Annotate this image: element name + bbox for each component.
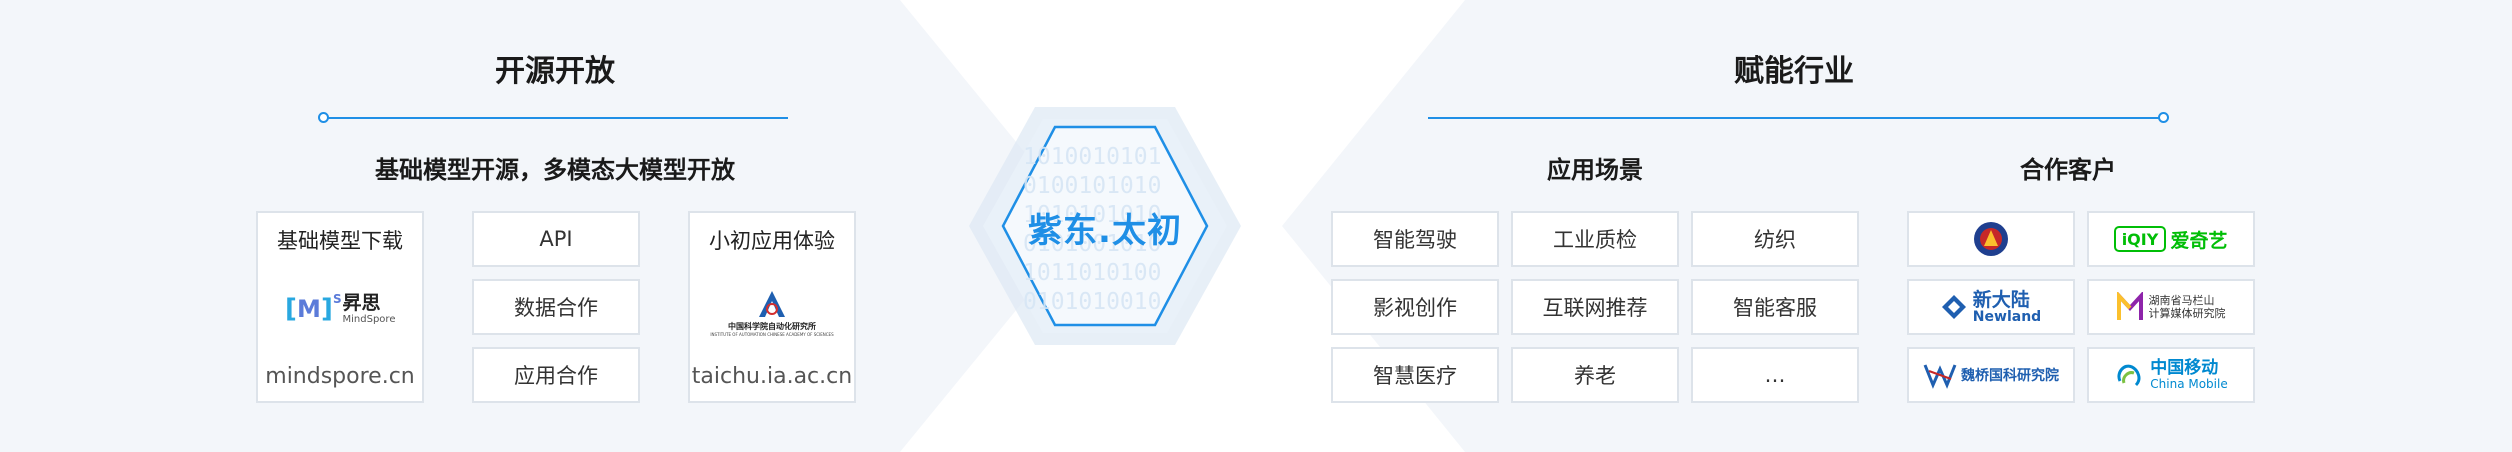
taichu-app-label: 小初应用体验 (709, 229, 835, 253)
svg-text:[: [ (285, 294, 297, 324)
china-mobile-cn-name: 中国移动 (2150, 357, 2219, 378)
svg-text:M: M (297, 295, 321, 323)
casia-en-name: INSTITUTE OF AUTOMATION CHINESE ACADEMY … (710, 332, 834, 337)
casia-logo: 中国科学院自动化研究所 INSTITUTE OF AUTOMATION CHIN… (690, 283, 854, 343)
mindspore-cn-name: 昇思 (342, 292, 381, 315)
china-mobile-logo-icon (2117, 364, 2141, 387)
right-divider-line (1428, 117, 2164, 119)
casia-cn-name: 中国科学院自动化研究所 (728, 322, 816, 331)
svg-text:iQIY: iQIY (2122, 230, 2159, 249)
model-download-label: 基础模型下载 (277, 229, 403, 253)
scene-industrial-inspection[interactable]: 工业质检 (1511, 211, 1679, 267)
weiqiao-logo-icon (1923, 364, 1957, 389)
newland-logo-icon (1941, 295, 1966, 319)
hexagon-shape-icon (969, 107, 1241, 345)
iqiyi-name: 爱奇艺 (2170, 229, 2228, 252)
right-line-dot (2158, 112, 2169, 123)
hunan-line2: 计算媒体研究院 (2148, 307, 2226, 320)
scene-elderly-care[interactable]: 养老 (1511, 347, 1679, 403)
hunan-line1: 湖南省马栏山 (2148, 293, 2215, 307)
scene-smart-healthcare[interactable]: 智慧医疗 (1331, 347, 1499, 403)
left-divider-line (328, 117, 788, 119)
partner-emblem-icon (1974, 222, 2008, 256)
weiqiao-name: 魏桥国科研究院 (1961, 368, 2059, 384)
scene-film-creation[interactable]: 影视创作 (1331, 279, 1499, 335)
mindspore-logo-icon: [ M ] S (285, 292, 342, 324)
partners-title: 合作客户 (2020, 156, 2116, 184)
scenes-title: 应用场景 (1547, 156, 1643, 184)
industry-title: 赋能行业 (1734, 54, 1854, 89)
partner-hunan-mlsh[interactable]: 湖南省马栏山 计算媒体研究院 (2087, 279, 2255, 335)
scene-textile[interactable]: 纺织 (1691, 211, 1859, 267)
mindspore-url[interactable]: mindspore.cn (265, 364, 415, 389)
open-source-title: 开源开放 (495, 54, 615, 89)
partner-emblem[interactable] (1907, 211, 2075, 267)
scene-smart-customer-service[interactable]: 智能客服 (1691, 279, 1859, 335)
china-mobile-en-name: China Mobile (2150, 376, 2228, 391)
mindspore-logo: [ M ] S 昇思 MindSpore (258, 279, 422, 339)
scene-autonomous-driving[interactable]: 智能驾驶 (1331, 211, 1499, 267)
mindspore-en-name: MindSpore (342, 313, 396, 325)
model-download-card[interactable]: 基础模型下载 [ M ] S 昇思 MindSpore mindspore.cn (256, 211, 424, 403)
data-cooperation-button[interactable]: 数据合作 (472, 279, 640, 335)
partner-china-mobile[interactable]: 中国移动 China Mobile (2087, 347, 2255, 403)
taichu-hexagon: 1010010101 0100101010 1010101010 0101001… (955, 103, 1255, 349)
scene-more[interactable]: … (1691, 347, 1859, 403)
scene-internet-recommendation[interactable]: 互联网推荐 (1511, 279, 1679, 335)
casia-emblem-icon (759, 291, 785, 317)
app-cooperation-button[interactable]: 应用合作 (472, 347, 640, 403)
partner-newland[interactable]: 新大陆 Newland (1907, 279, 2075, 335)
partner-weiqiao[interactable]: 魏桥国科研究院 (1907, 347, 2075, 403)
svg-text:]: ] (321, 294, 333, 324)
taichu-label: 紫东.太初 (1028, 211, 1182, 251)
binary-pattern: 1010010101 0100101010 1010101010 0101001… (1023, 144, 1162, 313)
mlsh-logo-icon (2116, 292, 2143, 320)
partner-iqiyi[interactable]: iQIY 爱奇艺 (2087, 211, 2255, 267)
newland-en-name: Newland (1972, 308, 2042, 325)
taichu-app-card[interactable]: 小初应用体验 中国科学院自动化研究所 INSTITUTE OF AUTOMATI… (688, 211, 856, 403)
taichu-url[interactable]: taichu.ia.ac.cn (691, 364, 853, 389)
iqiyi-logo-icon: iQIY (2114, 226, 2167, 252)
open-source-subtitle: 基础模型开源，多模态大模型开放 (375, 156, 735, 184)
newland-cn-name: 新大陆 (1972, 288, 2030, 311)
svg-text:S: S (333, 292, 342, 306)
api-button[interactable]: API (472, 211, 640, 267)
